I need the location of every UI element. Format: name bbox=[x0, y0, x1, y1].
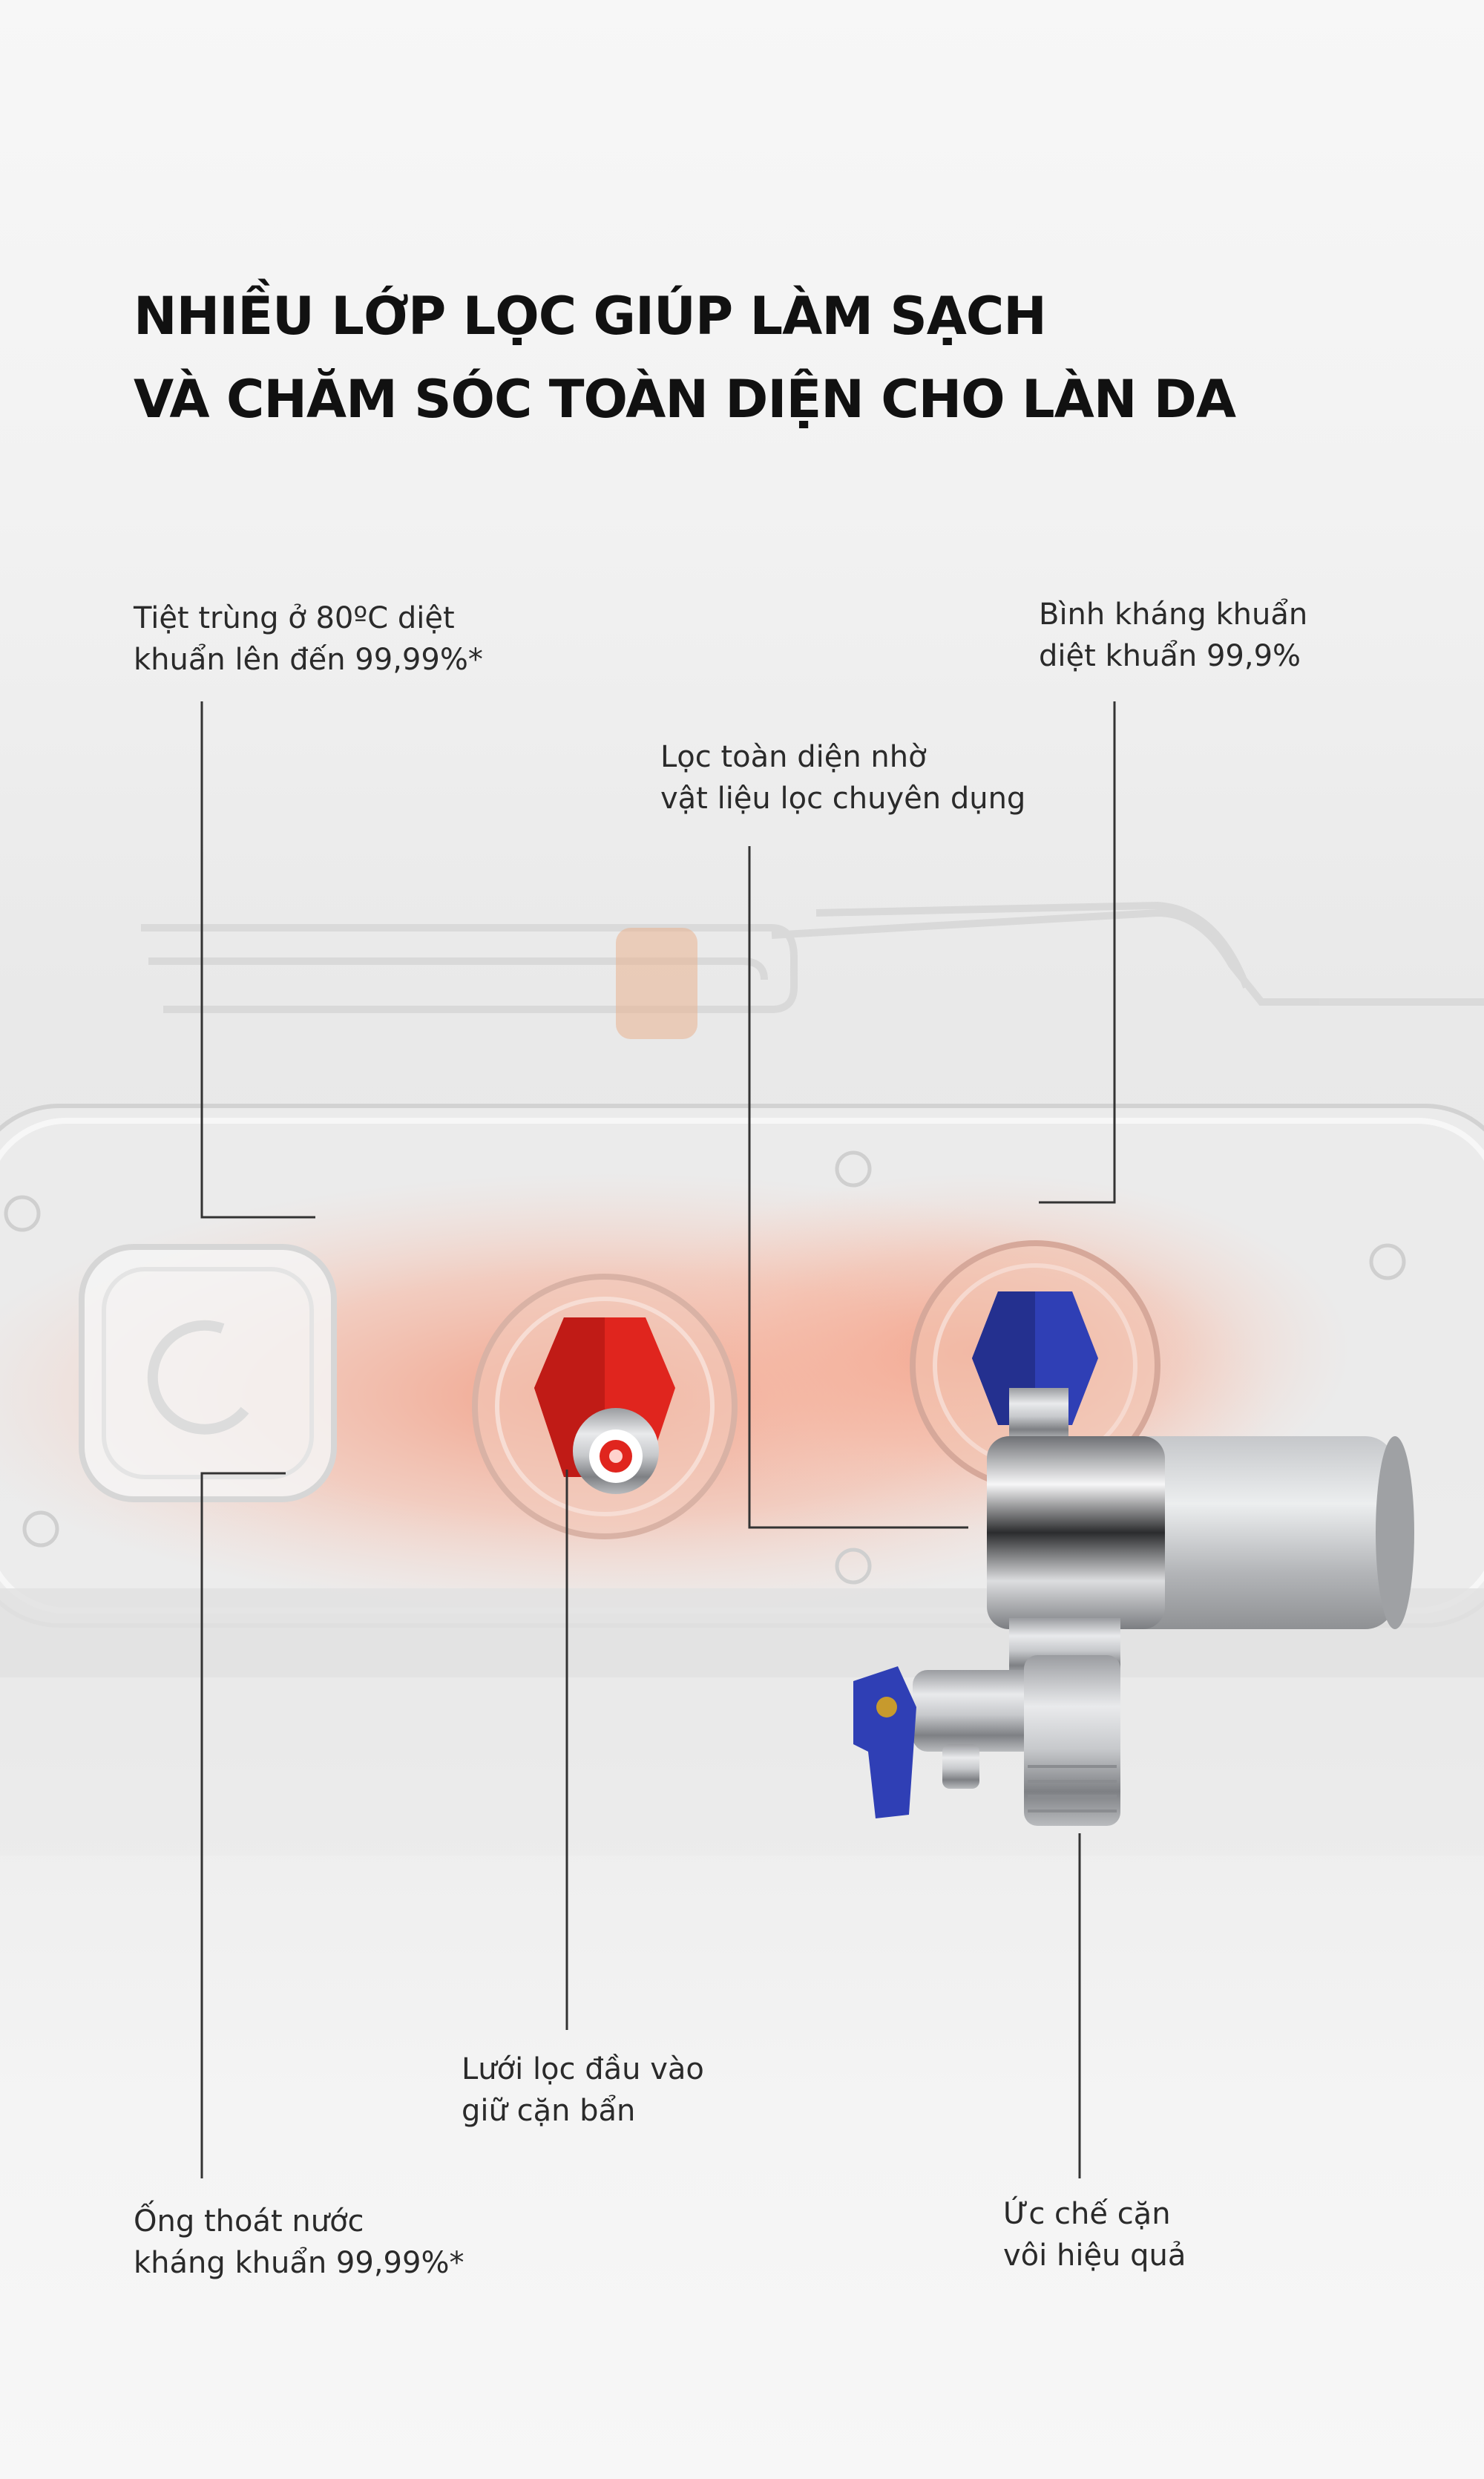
page-headline: NHIỀU LỚP LỌC GIÚP LÀM SẠCH VÀ CHĂM SÓC … bbox=[134, 275, 1236, 441]
sterilizer-module bbox=[79, 1244, 337, 1502]
callout-sterilize-line-1: Tiệt trùng ở 80ºC diệt bbox=[134, 601, 455, 635]
callout-scale-inhibitor: Ức chế cặn vôi hiệu quả bbox=[1003, 2193, 1186, 2276]
callout-full-filter: Lọc toàn diện nhờ vật liệu lọc chuyên dụ… bbox=[660, 736, 1025, 819]
headline-line-1: NHIỀU LỚP LỌC GIÚP LÀM SẠCH bbox=[134, 286, 1047, 347]
callout-antibacterial-tank-line-1: Bình kháng khuẩn bbox=[1039, 597, 1308, 632]
callout-sterilize-line-2: khuẩn lên đến 99,99%* bbox=[134, 643, 483, 677]
hot-water-inlet bbox=[472, 1274, 738, 1539]
callout-drain-pipe: Ống thoát nước kháng khuẩn 99,99%* bbox=[134, 2201, 464, 2284]
callout-scale-inhibitor-line-1: Ức chế cặn bbox=[1003, 2197, 1171, 2231]
callout-inlet-mesh: Lưới lọc đầu vào giữ cặn bẩn bbox=[462, 2049, 704, 2132]
cold-water-inlet bbox=[910, 1240, 1160, 1491]
callout-full-filter-line-2: vật liệu lọc chuyên dụng bbox=[660, 782, 1026, 816]
callout-antibacterial-tank: Bình kháng khuẩn diệt khuẩn 99,9% bbox=[1039, 594, 1307, 677]
scale-inhibitor-filter bbox=[853, 1436, 1414, 1826]
callout-inlet-mesh-line-1: Lưới lọc đầu vào bbox=[462, 2052, 704, 2086]
water-heater-illustration bbox=[0, 901, 1484, 1856]
headline-line-2: VÀ CHĂM SÓC TOÀN DIỆN CHO LÀN DA bbox=[134, 369, 1236, 430]
copper-pipe bbox=[616, 928, 697, 1039]
callout-antibacterial-tank-line-2: diệt khuẩn 99,9% bbox=[1039, 639, 1301, 673]
back-tubes bbox=[141, 901, 1484, 1013]
callout-sterilize: Tiệt trùng ở 80ºC diệt khuẩn lên đến 99,… bbox=[134, 597, 483, 681]
callout-drain-pipe-line-1: Ống thoát nước bbox=[134, 2204, 364, 2239]
callout-drain-pipe-line-2: kháng khuẩn 99,99%* bbox=[134, 2246, 464, 2280]
callout-full-filter-line-1: Lọc toàn diện nhờ bbox=[660, 740, 927, 774]
callout-inlet-mesh-line-2: giữ cặn bẩn bbox=[462, 2094, 636, 2128]
callout-scale-inhibitor-line-2: vôi hiệu quả bbox=[1003, 2239, 1186, 2273]
